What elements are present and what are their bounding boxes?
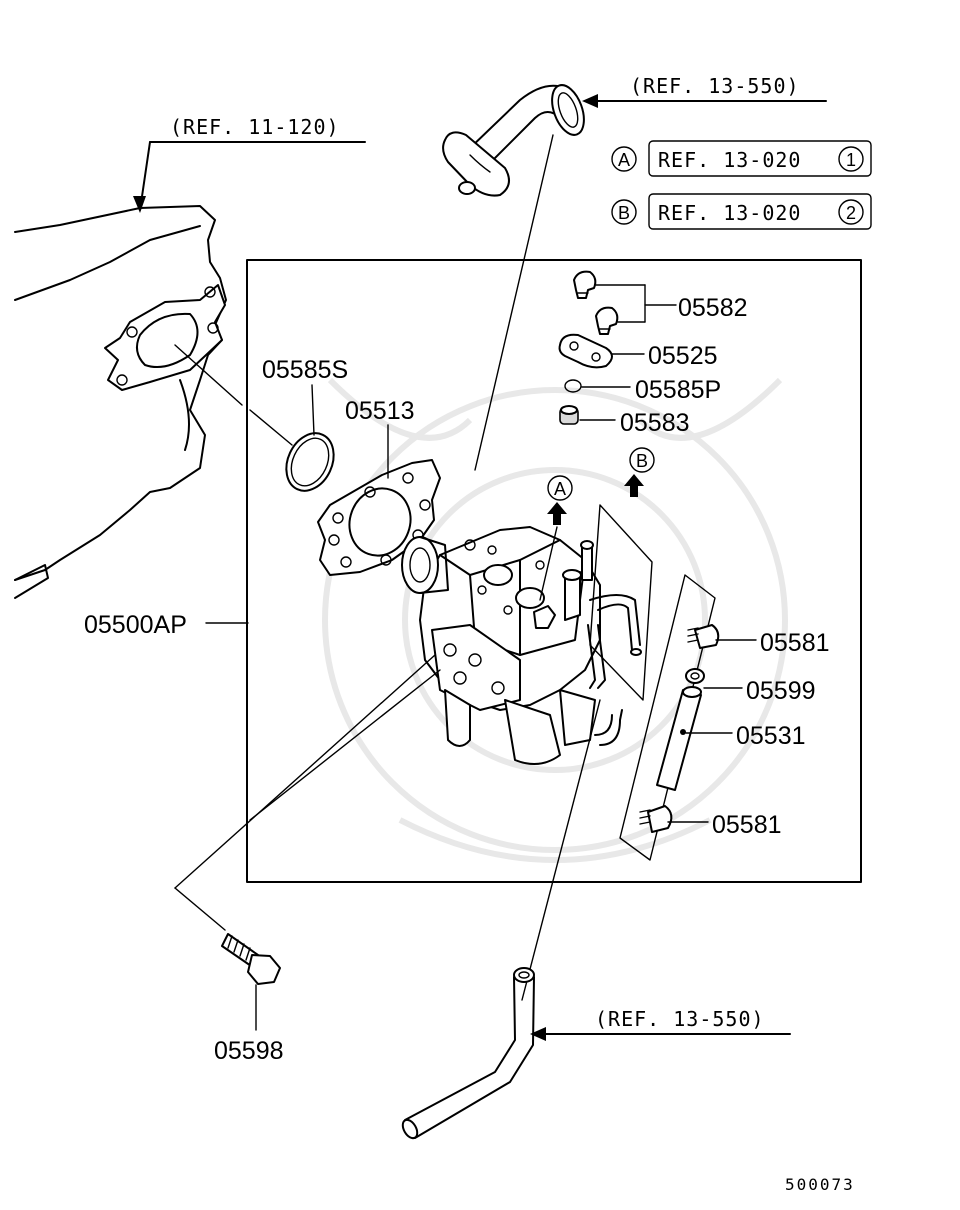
marker-b: B: [624, 447, 655, 497]
upper-pipe: [442, 84, 585, 197]
part-label-05599: 05599: [746, 677, 816, 705]
clip-05581-bottom: [639, 805, 709, 833]
leader-head: [174, 344, 243, 406]
part-label-05581-bottom: 05581: [712, 811, 782, 839]
clip-05581-top: [687, 624, 757, 649]
part-label-05585p: 05585P: [635, 376, 721, 404]
cylinder-head-outline: [14, 205, 227, 599]
marker-b-text: B: [636, 451, 648, 471]
oring-05585s: [285, 384, 335, 492]
marker-a: A: [539, 475, 573, 601]
bolt-05598-leaders: [174, 654, 441, 931]
oring-05585p: [564, 379, 631, 393]
ref-box-b-text: REF. 13-020: [658, 201, 801, 225]
lower-pipe: [401, 967, 535, 1140]
plug-05583: [559, 405, 616, 425]
watermark-logo: [322, 377, 788, 863]
leader-upper-pipe: [474, 134, 554, 471]
ref-box-b-num: 2: [846, 203, 856, 223]
ref-box-a-marker: A: [618, 150, 630, 170]
part-label-05525: 05525: [648, 342, 718, 370]
ref-box-a-num: 1: [846, 150, 856, 170]
ref-top-label: (REF. 13-550): [630, 74, 800, 98]
ref-box-a-text: REF. 13-020: [658, 148, 801, 172]
part-label-05513: 05513: [345, 397, 415, 425]
part-label-05531: 05531: [736, 722, 806, 750]
part-label-05583: 05583: [620, 409, 690, 437]
ref-box-b: B REF. 13-020 2: [611, 193, 872, 230]
ref-top-callout: (REF. 13-550): [582, 74, 827, 108]
part-label-05585s: 05585S: [262, 356, 348, 384]
leader-oring-head: [249, 409, 293, 446]
leader-lower-pipe: [521, 699, 601, 1001]
plate-05525: [558, 333, 645, 369]
ring-05599: [685, 668, 743, 689]
pump-assembly-05500ap: [401, 526, 642, 765]
diagram-code: 500073: [785, 1175, 855, 1194]
ref-box-b-marker: B: [618, 203, 630, 223]
ref-head-callout: (REF. 11-120): [133, 115, 366, 213]
assembly-frame: [246, 259, 862, 883]
ref-box-a: A REF. 13-020 1: [611, 140, 872, 177]
marker-a-text: A: [554, 479, 566, 499]
ref-head-label: (REF. 11-120): [170, 115, 340, 139]
part-label-05581-top: 05581: [760, 629, 830, 657]
ref-bottom-callout: (REF. 13-550): [530, 1007, 791, 1041]
hose-05531: [656, 686, 733, 791]
part-label-05582: 05582: [678, 294, 748, 322]
part-label-05500ap: 05500AP: [84, 611, 187, 639]
alignment-lines: [589, 504, 716, 861]
part-label-05598: 05598: [214, 1037, 284, 1065]
ref-bottom-label: (REF. 13-550): [595, 1007, 765, 1031]
bolt-05598: [221, 933, 281, 1031]
bolts-05582: [573, 270, 677, 335]
